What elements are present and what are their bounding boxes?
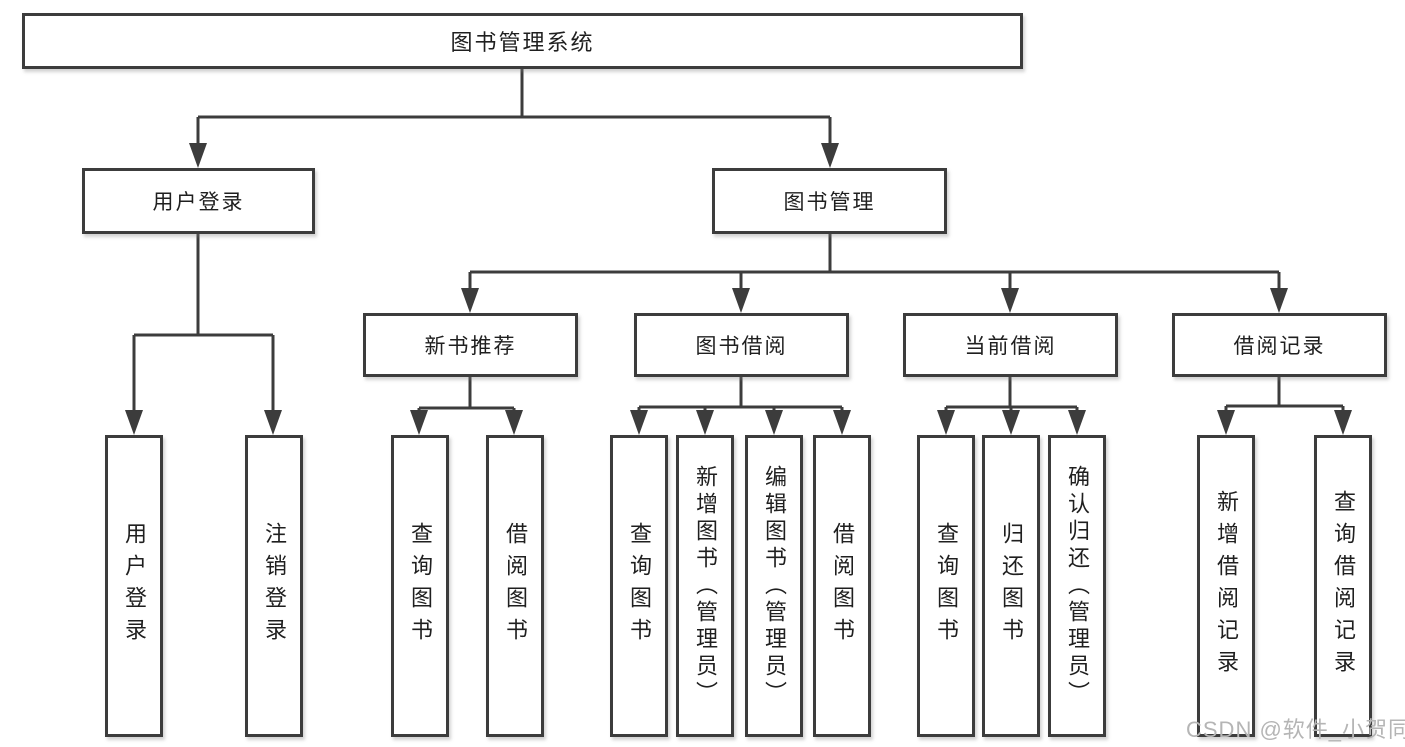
leaf-cb-return-books: 归还图书 <box>982 435 1040 737</box>
leaf-bb-query-books-label: 查询图书 <box>627 522 652 650</box>
node-current-borrowing: 当前借阅 <box>903 313 1118 377</box>
leaf-br-query-record-label: 查询借阅记录 <box>1331 490 1356 682</box>
leaf-cb-query-books: 查询图书 <box>917 435 975 737</box>
leaf-bb-borrow-books-label: 借阅图书 <box>830 522 855 650</box>
node-user-login: 用户登录 <box>82 168 315 234</box>
leaf-logout-label: 注销登录 <box>262 522 287 650</box>
node-library-system: 图书管理系统 <box>22 13 1023 69</box>
leaf-br-add-record: 新增借阅记录 <box>1197 435 1255 737</box>
node-book-management: 图书管理 <box>712 168 947 234</box>
leaf-logout: 注销登录 <box>245 435 303 737</box>
leaf-cb-query-books-label: 查询图书 <box>934 522 959 650</box>
leaf-bb-edit-book-admin: 编辑图书（管理员） <box>745 435 803 737</box>
node-new-book-recommendation: 新书推荐 <box>363 313 578 377</box>
leaf-bb-borrow-books: 借阅图书 <box>813 435 871 737</box>
leaf-cb-confirm-return-admin: 确认归还（管理员） <box>1048 435 1106 737</box>
leaf-bb-query-books: 查询图书 <box>610 435 668 737</box>
leaf-nbr-query-books-label: 查询图书 <box>408 522 433 650</box>
csdn-watermark: CSDN @软件_小贺同学 <box>1186 717 1405 742</box>
leaf-user-login-label: 用户登录 <box>122 522 147 650</box>
leaf-nbr-query-books: 查询图书 <box>391 435 449 737</box>
leaf-br-query-record: 查询借阅记录 <box>1314 435 1372 737</box>
node-book-borrowing: 图书借阅 <box>634 313 849 377</box>
leaf-user-login: 用户登录 <box>105 435 163 737</box>
leaf-cb-confirm-return-admin-label: 确认归还（管理员） <box>1065 464 1090 708</box>
leaf-nbr-borrow-books: 借阅图书 <box>486 435 544 737</box>
leaf-cb-return-books-label: 归还图书 <box>999 522 1024 650</box>
leaf-bb-add-book-admin: 新增图书（管理员） <box>676 435 734 737</box>
leaf-bb-add-book-admin-label: 新增图书（管理员） <box>693 464 718 708</box>
leaf-nbr-borrow-books-label: 借阅图书 <box>503 522 528 650</box>
node-borrowing-records: 借阅记录 <box>1172 313 1387 377</box>
leaf-br-add-record-label: 新增借阅记录 <box>1214 490 1239 682</box>
leaf-bb-edit-book-admin-label: 编辑图书（管理员） <box>762 464 787 708</box>
